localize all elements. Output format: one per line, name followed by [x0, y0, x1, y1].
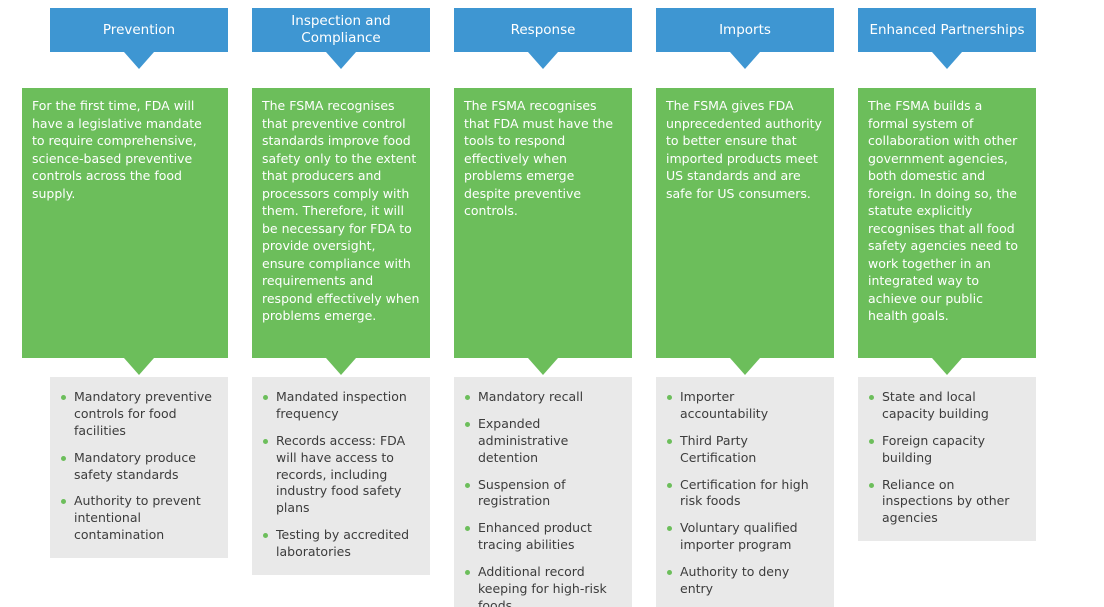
column-response: Response The FSMA recognises that FDA mu…	[454, 8, 632, 607]
arrow-down-icon	[528, 52, 558, 69]
arrow-down-icon	[528, 358, 558, 375]
list-item: Suspension of registration	[464, 477, 624, 511]
column-header-label: Prevention	[102, 21, 176, 38]
list-item: Reliance on inspections by other agencie…	[868, 477, 1028, 528]
column-header: Enhanced Partnerships	[858, 8, 1036, 52]
column-header: Response	[454, 8, 632, 52]
column-description-panel: The FSMA gives FDA unprecedented authori…	[656, 88, 834, 358]
column-description-panel: For the first time, FDA will have a legi…	[22, 88, 228, 358]
column-bullet-list: State and local capacity building Foreig…	[858, 377, 1036, 542]
list-item: Foreign capacity building	[868, 433, 1028, 467]
arrow-down-icon	[124, 358, 154, 375]
list-item: State and local capacity building	[868, 389, 1028, 423]
column-header-label: Response	[510, 21, 576, 38]
column-header: Prevention	[50, 8, 228, 52]
column-header: Imports	[656, 8, 834, 52]
list-item: Records access: FDA will have access to …	[262, 433, 422, 517]
list-item: Third Party Certification	[666, 433, 826, 467]
list-item: Authority to prevent intentional contami…	[60, 493, 220, 544]
column-bullet-list: Mandatory recall Expanded administrative…	[454, 377, 632, 607]
column-inspection-and-compliance: Inspection and Compliance The FSMA recog…	[252, 8, 430, 575]
column-header-label: Imports	[719, 21, 771, 38]
column-description-text: For the first time, FDA will have a legi…	[32, 98, 202, 201]
column-description-panel: The FSMA builds a formal system of colla…	[858, 88, 1036, 358]
column-description-text: The FSMA builds a formal system of colla…	[868, 98, 1019, 323]
column-description-text: The FSMA recognises that FDA must have t…	[464, 98, 614, 218]
column-enhanced-partnerships: Enhanced Partnerships The FSMA builds a …	[858, 8, 1036, 542]
list-item: Mandatory recall	[464, 389, 624, 406]
list-item: Voluntary qualified importer program	[666, 520, 826, 554]
column-prevention: Prevention For the first time, FDA will …	[22, 8, 228, 558]
column-header: Inspection and Compliance	[252, 8, 430, 52]
column-description-text: The FSMA recognises that preventive cont…	[262, 98, 420, 323]
list-item: Mandatory preventive controls for food f…	[60, 389, 220, 440]
arrow-down-icon	[730, 52, 760, 69]
list-item: Authority to deny entry	[666, 564, 826, 598]
list-item: Additional record keeping for high-risk …	[464, 564, 624, 607]
arrow-down-icon	[730, 358, 760, 375]
column-description-panel: The FSMA recognises that preventive cont…	[252, 88, 430, 358]
list-item: Expanded administrative detention	[464, 416, 624, 467]
arrow-down-icon	[932, 52, 962, 69]
column-bullet-list: Mandatory preventive controls for food f…	[50, 377, 228, 558]
column-header-label: Inspection and Compliance	[291, 13, 391, 46]
list-item: Enhanced product tracing abilities	[464, 520, 624, 554]
arrow-down-icon	[326, 358, 356, 375]
column-description-panel: The FSMA recognises that FDA must have t…	[454, 88, 632, 358]
list-item: Certification for high risk foods	[666, 477, 826, 511]
arrow-down-icon	[326, 52, 356, 69]
list-item: Testing by accredited laboratories	[262, 527, 422, 561]
arrow-down-icon	[124, 52, 154, 69]
column-imports: Imports The FSMA gives FDA unprecedented…	[656, 8, 834, 607]
column-description-text: The FSMA gives FDA unprecedented authori…	[666, 98, 822, 201]
arrow-down-icon	[932, 358, 962, 375]
list-item: Importer accountability	[666, 389, 826, 423]
list-item: Mandated inspection frequency	[262, 389, 422, 423]
column-bullet-list: Importer accountability Third Party Cert…	[656, 377, 834, 607]
column-header-label: Enhanced Partnerships	[869, 21, 1025, 38]
list-item: Mandatory produce safety standards	[60, 450, 220, 484]
column-bullet-list: Mandated inspection frequency Records ac…	[252, 377, 430, 575]
